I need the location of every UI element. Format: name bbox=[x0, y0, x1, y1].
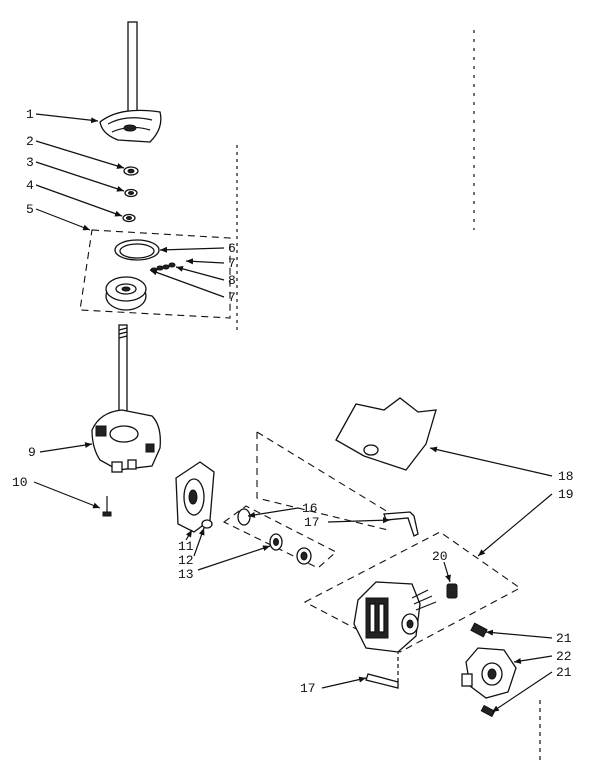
callout-18: 18 bbox=[558, 469, 574, 484]
clip-part bbox=[470, 622, 496, 718]
callout-19: 19 bbox=[558, 487, 574, 502]
callout-20: 20 bbox=[432, 549, 448, 564]
callout-1: 1 bbox=[26, 107, 34, 122]
agitator-shaft-part bbox=[99, 21, 162, 143]
callout-3: 3 bbox=[26, 155, 34, 170]
assembly-path-line bbox=[256, 432, 389, 531]
callout-2: 2 bbox=[26, 134, 34, 149]
callout-11: 11 bbox=[178, 539, 194, 554]
spring-pin-part bbox=[150, 262, 176, 273]
kit-boundary-box bbox=[79, 229, 231, 319]
callout-5: 5 bbox=[26, 202, 34, 217]
scan-artifacts bbox=[236, 30, 541, 762]
callout-21a: 21 bbox=[556, 631, 572, 646]
callout-13: 13 bbox=[178, 567, 194, 582]
mounting-plate-part bbox=[175, 461, 215, 533]
bolt-part bbox=[201, 519, 213, 529]
callout-16: 16 bbox=[302, 501, 318, 516]
pivot-pin-part bbox=[365, 652, 399, 689]
callout-17-lower: 17 bbox=[300, 681, 316, 696]
motor-endplate-part bbox=[461, 647, 517, 699]
callout-9: 9 bbox=[28, 445, 36, 460]
callout-12: 12 bbox=[178, 553, 194, 568]
callout-7a: 7 bbox=[228, 256, 236, 271]
retaining-ring-part bbox=[114, 239, 160, 261]
callout-4: 4 bbox=[26, 178, 34, 193]
motor-shield-part bbox=[335, 397, 437, 471]
callout-labels: 1 2 3 4 5 6 7 8 7 9 10 11 12 13 16 17 18… bbox=[12, 107, 574, 696]
callout-22: 22 bbox=[556, 649, 572, 664]
screw-part bbox=[102, 496, 112, 517]
callout-21b: 21 bbox=[556, 665, 572, 680]
callout-10: 10 bbox=[12, 475, 28, 490]
motor-clip-part bbox=[446, 583, 458, 599]
leader-lines bbox=[33, 113, 553, 713]
washer-part bbox=[122, 166, 139, 223]
callout-17-upper: 17 bbox=[304, 515, 320, 530]
coupling-part bbox=[237, 508, 312, 565]
callout-7b: 7 bbox=[228, 290, 236, 305]
clutch-pulley-part bbox=[105, 276, 147, 311]
drive-motor-part bbox=[353, 581, 437, 653]
gearcase-part bbox=[91, 409, 161, 473]
callout-8: 8 bbox=[228, 273, 236, 288]
callout-6: 6 bbox=[228, 241, 236, 256]
pivot-pin-part-upper bbox=[383, 511, 419, 537]
coupling-kit-box bbox=[222, 505, 337, 569]
